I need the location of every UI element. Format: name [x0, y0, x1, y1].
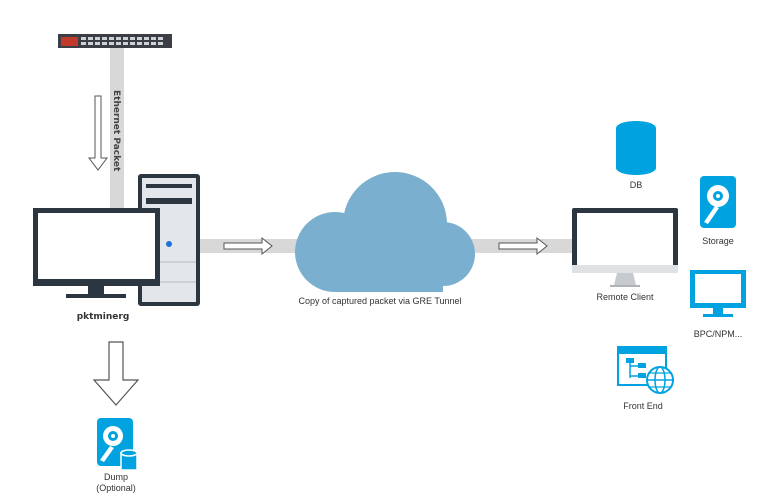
monitor-icon [33, 208, 160, 298]
web-app-icon [617, 346, 674, 394]
switch-to-host-link [110, 48, 124, 213]
hard-drive-database-icon [97, 418, 138, 471]
remote-client-label: Remote Client [596, 292, 654, 302]
hard-drive-icon [700, 176, 736, 228]
imac-icon [572, 208, 678, 287]
front-end-label: Front End [623, 401, 663, 411]
cloud-label: Copy of captured packet via GRE Tunnel [298, 296, 461, 306]
dump-optional-label: (Optional) [96, 483, 136, 493]
dump-label: Dump [104, 472, 128, 482]
database-icon [616, 121, 656, 175]
storage-label: Storage [702, 236, 734, 246]
cloud-icon [295, 172, 475, 292]
right-arrow-icon [498, 236, 548, 256]
dump-arrow-icon [92, 341, 140, 406]
network-switch-icon [58, 34, 172, 48]
ethernet-packet-label: Ethernet Packet [111, 90, 121, 172]
host-label: pktminerg [77, 312, 130, 322]
monitor-icon [690, 270, 746, 317]
bpc-label: BPC/NPM... [694, 329, 743, 339]
right-arrow-icon [223, 236, 273, 256]
down-arrow-icon [88, 95, 108, 171]
db-label: DB [630, 180, 643, 190]
